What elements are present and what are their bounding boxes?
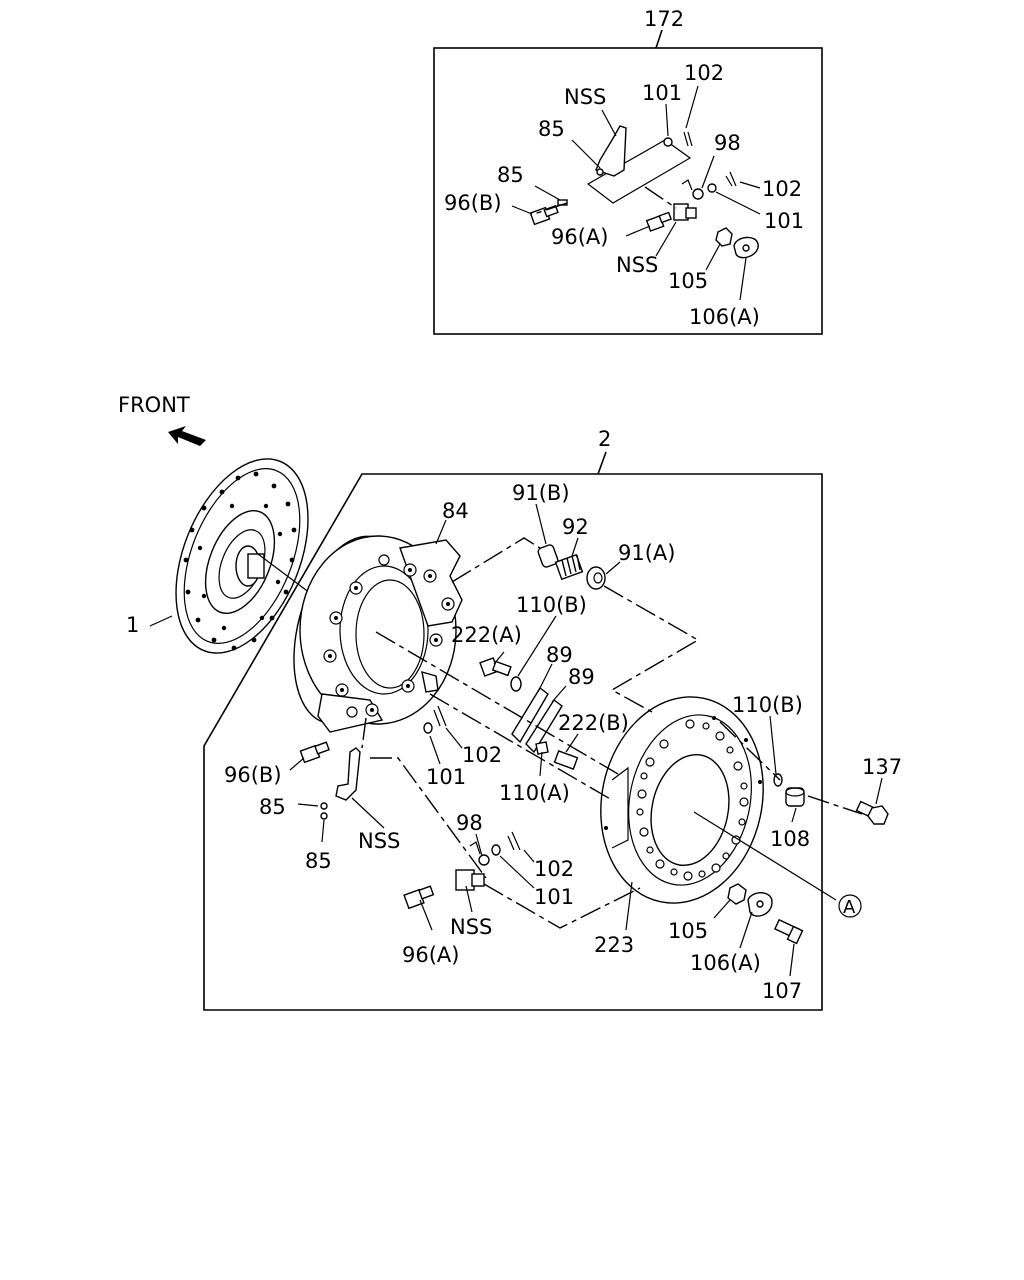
label-nss-lever: NSS [358,829,400,853]
nut-98-main [478,854,490,866]
label-102-upper: 102 [462,743,502,767]
inset-frame [433,47,823,335]
reference-a-marker: A [838,894,862,918]
inset-label-98: 98 [714,131,741,155]
release-lever-nss [320,747,361,820]
label-85-main-upper: 85 [259,795,286,819]
label-85-main-lower: 85 [305,849,332,873]
part-98-main [469,841,481,855]
label-106a-main: 106(A) [690,951,761,975]
label-nss-cylinder: NSS [450,915,492,939]
inset-label-102-right: 102 [762,177,802,201]
label-ref-a: A [843,897,856,918]
inset-label-101-top: 101 [642,81,682,105]
bolt-96b-main [299,741,330,764]
front-arrow-icon [168,426,206,446]
inset-nut-98 [692,188,704,200]
label-2: 2 [598,427,611,451]
bushing-108 [785,787,805,807]
inset-label-105: 105 [668,269,708,293]
bolt-107 [773,918,804,945]
clip-110a [535,741,549,755]
label-98-main: 98 [456,811,483,835]
inset-label-85-lower: 85 [497,163,524,187]
inset-label-102-top: 102 [684,61,724,85]
inset-label-nss-bottom: NSS [616,253,658,277]
label-110b-right: 110(B) [732,693,803,717]
inset-label-96a: 96(A) [551,225,608,249]
flywheel-housing-223 [600,696,764,904]
inset-clip-102 [683,131,693,147]
label-137: 137 [862,755,902,779]
slave-cylinder-nss [455,869,485,891]
inset-part-98 [681,179,693,191]
label-110b-center: 110(B) [516,593,587,617]
label-89-upper: 89 [546,643,573,667]
washer-110b-center [510,676,522,692]
inset-lever-plate [586,139,692,204]
label-92: 92 [562,515,589,539]
inset-pin-85a [596,168,604,176]
inset-label-nss-top: NSS [564,85,606,109]
label-222a: 222(A) [451,623,522,647]
label-101-lower: 101 [534,885,574,909]
label-223: 223 [594,933,634,957]
clip-102-upper [433,705,447,727]
clip-102-lower [507,831,521,851]
label-105-main: 105 [668,919,708,943]
strap-89a [511,686,549,744]
inset-label-106a: 106(A) [689,305,760,329]
label-91b: 91(B) [512,481,570,505]
inset-label-101-right: 101 [764,209,804,233]
label-108: 108 [770,827,810,851]
strap-89b [525,698,563,754]
bolt-96a-main [403,885,435,910]
label-110a: 110(A) [499,781,570,805]
inset-label-85-upper: 85 [538,117,565,141]
nut-105-main [727,883,747,905]
label-107: 107 [762,979,802,1003]
pressure-plate-cover [293,535,463,733]
label-96a-main: 96(A) [402,943,459,967]
inset-washer-101b [707,183,717,193]
label-222b: 222(B) [558,711,629,735]
inset-lever-bracket [595,125,627,177]
bolt-222a [479,657,512,677]
label-172: 172 [644,7,684,31]
main-assembly-2: 2 84 [203,427,863,1011]
bolt-222b [553,750,579,770]
inset-washer-101 [663,137,673,147]
label-89-lower: 89 [568,665,595,689]
clutch-disc [175,458,315,654]
inset-cylinder-nss [673,203,697,221]
assembly-frame [203,473,823,1011]
label-91a: 91(A) [618,541,675,565]
inset-bolt-96a [645,211,672,232]
label-101-upper: 101 [426,765,466,789]
inset-nut-105 [715,227,733,247]
inset-bolt-96b [529,204,559,226]
inset-clip-102b [725,171,737,187]
spring-set [537,544,606,590]
label-84: 84 [442,499,469,523]
label-96b-main: 96(B) [224,763,282,787]
front-indicator: FRONT [118,393,206,446]
bolt-137 [855,800,889,825]
washer-101-upper [423,722,433,734]
label-1: 1 [126,613,139,637]
washer-101-lower [491,844,501,856]
inset-label-96b: 96(B) [444,191,502,215]
label-102-lower: 102 [534,857,574,881]
front-label: FRONT [118,393,190,417]
inset-assembly-172: 172 [433,7,823,335]
